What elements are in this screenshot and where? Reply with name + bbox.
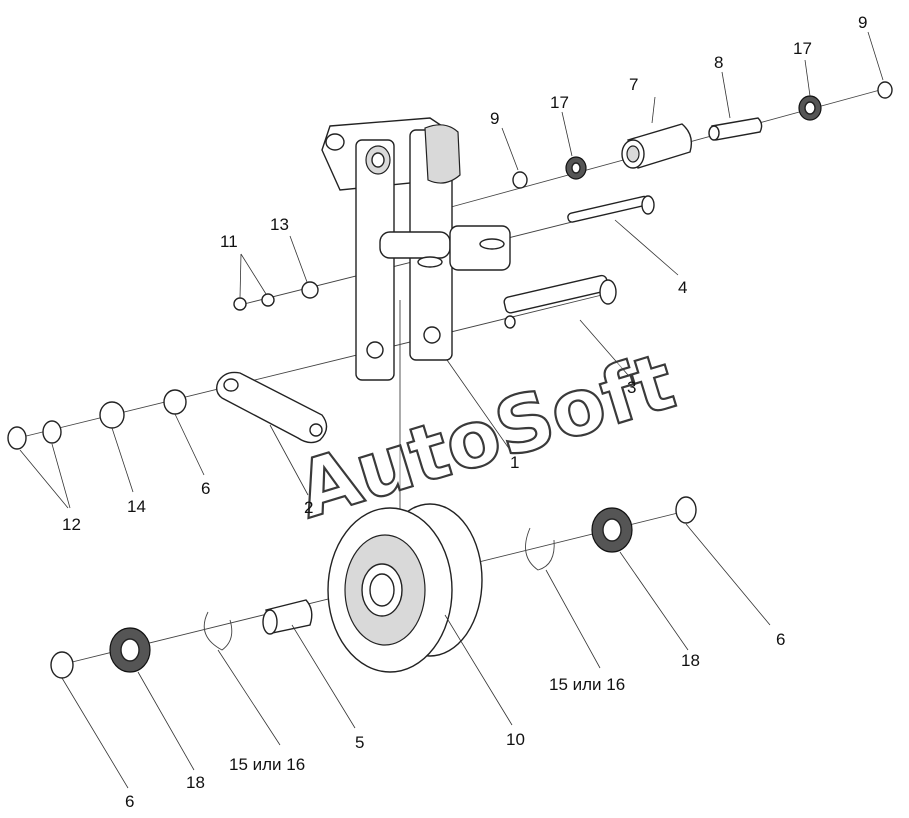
callout-9-middle: 9 bbox=[490, 109, 499, 128]
callout-17-right: 17 bbox=[793, 39, 812, 58]
leader-lines bbox=[19, 31, 884, 789]
callout-6-right: 6 bbox=[776, 630, 785, 649]
upper-washers bbox=[233, 81, 893, 311]
callout-11: 11 bbox=[220, 232, 238, 251]
link-arm-part-2 bbox=[215, 371, 328, 444]
callout-3: 3 bbox=[627, 378, 636, 397]
bushing-part-8 bbox=[708, 117, 763, 141]
bracket-part-1 bbox=[321, 117, 511, 381]
callout-15-or-16-lower: 15 или 16 bbox=[229, 755, 305, 774]
sleeve-part-7 bbox=[621, 123, 693, 169]
callout-14: 14 bbox=[127, 497, 146, 516]
callout-15-or-16-right: 15 или 16 bbox=[549, 675, 625, 694]
callout-13: 13 bbox=[270, 215, 289, 234]
callout-7: 7 bbox=[629, 75, 638, 94]
callout-18-right: 18 bbox=[681, 651, 700, 670]
pin-part-4 bbox=[567, 195, 655, 223]
callout-9-right: 9 bbox=[858, 13, 867, 32]
callout-8: 8 bbox=[714, 53, 723, 72]
callout-6-lower-left: 6 bbox=[125, 792, 134, 811]
callout-5: 5 bbox=[355, 733, 364, 752]
left-washers bbox=[7, 389, 187, 450]
callout-17-middle: 17 bbox=[550, 93, 569, 112]
callout-6-middle: 6 bbox=[201, 479, 210, 498]
callout-1: 1 bbox=[510, 453, 519, 472]
callout-18-lower: 18 bbox=[186, 773, 205, 792]
callout-labels: 1 2 3 4 5 6 6 6 7 8 9 9 10 11 12 13 14 1… bbox=[62, 13, 867, 811]
callout-12: 12 bbox=[62, 515, 81, 534]
axle-part-3 bbox=[503, 274, 617, 329]
watermark-text: AutoSoft bbox=[287, 337, 684, 536]
callout-10: 10 bbox=[506, 730, 525, 749]
pulley-part-10 bbox=[327, 503, 483, 673]
callout-2: 2 bbox=[304, 498, 313, 517]
callout-4: 4 bbox=[678, 278, 687, 297]
